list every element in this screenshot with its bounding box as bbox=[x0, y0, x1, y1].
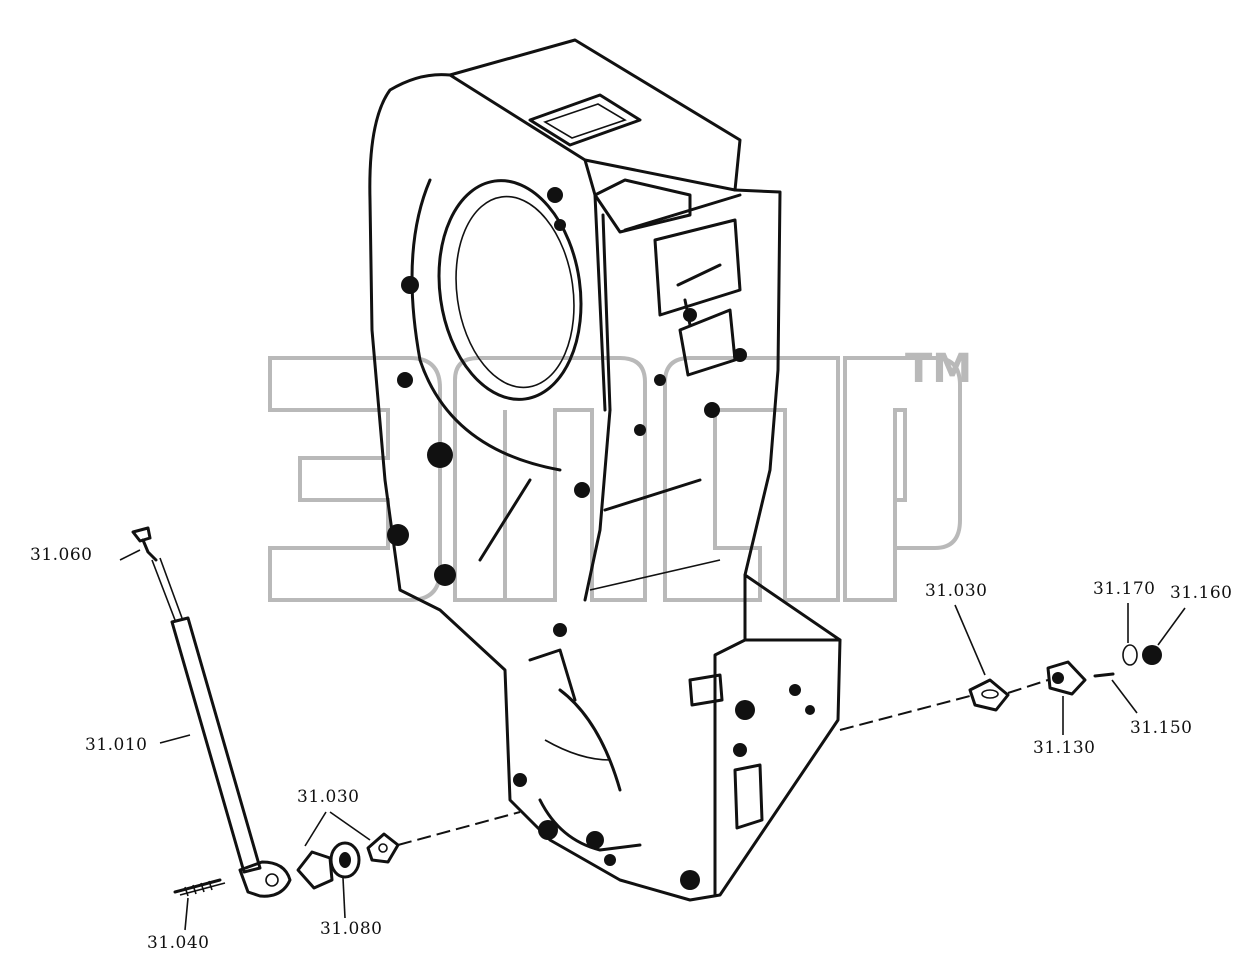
part-label-31-030-left: 31.030 bbox=[297, 787, 359, 807]
part-label-31-030-right: 31.030 bbox=[925, 581, 987, 601]
part-labels: 31.060 31.010 31.030 31.040 31.080 31.03… bbox=[30, 545, 1232, 953]
part-label-31-170: 31.170 bbox=[1093, 579, 1155, 599]
part-label-31-160: 31.160 bbox=[1170, 583, 1232, 603]
part-label-31-150: 31.150 bbox=[1130, 718, 1192, 738]
part-label-31-010: 31.010 bbox=[85, 735, 147, 755]
dipstick-assembly bbox=[131, 526, 400, 898]
part-label-31-130: 31.130 bbox=[1033, 738, 1095, 758]
watermark-logo: TM bbox=[268, 346, 972, 602]
trademark-symbol: TM bbox=[905, 346, 972, 392]
part-label-31-060: 31.060 bbox=[30, 545, 92, 565]
part-label-31-040: 31.040 bbox=[147, 933, 209, 953]
transmission-housing bbox=[368, 38, 842, 902]
part-label-31-080: 31.080 bbox=[320, 919, 382, 939]
assembly-lines bbox=[397, 679, 1049, 846]
drain-plug-assembly bbox=[968, 644, 1162, 712]
leader-lines bbox=[119, 549, 1186, 931]
